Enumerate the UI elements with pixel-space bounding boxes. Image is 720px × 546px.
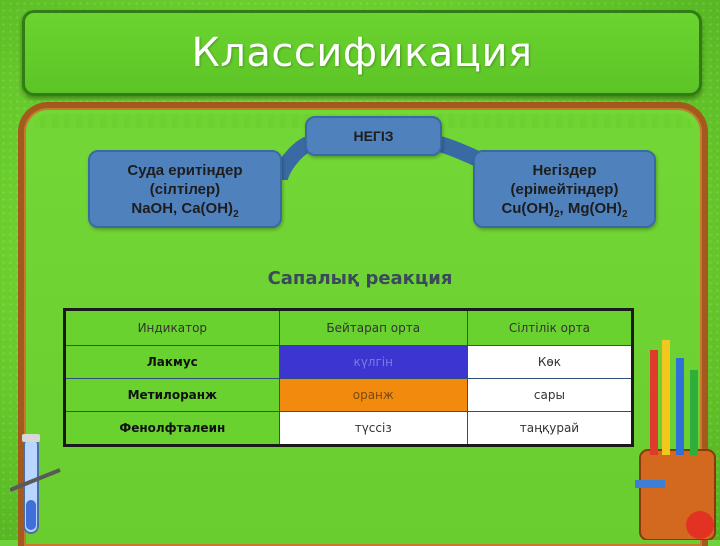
insoluble-bases-box: Негіздер (ерімейтіндер) Cu(OH)2, Mg(OH)2	[473, 150, 656, 228]
right-formula-b: , Mg(OH)	[559, 199, 622, 217]
row-indicator: Фенолфталеин	[64, 411, 280, 446]
slide-title: Классификация	[191, 30, 533, 76]
table-row: Фенолфталеин түссіз таңқурай	[64, 411, 634, 446]
apple-icon	[686, 511, 714, 539]
soluble-bases-box: Суда еритіндер (сілтілер) NaOH, Ca(OH)2	[88, 150, 282, 228]
header-neutral: Бейтарап орта	[278, 309, 468, 346]
table-row: Метилоранж оранж сары	[64, 378, 634, 412]
right-box-line2: (ерімейтіндер)	[510, 180, 619, 198]
table-header-row: Индикатор Бейтарап орта Сілтілік орта	[64, 309, 634, 346]
row-alkaline: таңқурай	[466, 411, 634, 446]
center-box-label: НЕГІЗ	[353, 127, 394, 144]
row-neutral: күлгін	[278, 345, 468, 379]
header-alkaline: Сілтілік орта	[466, 309, 634, 346]
tube-liquid	[26, 500, 36, 530]
right-formula-sub2: 2	[621, 208, 628, 220]
left-formula-sub: 2	[233, 208, 239, 220]
pencil-blue	[676, 358, 684, 455]
bases-box: НЕГІЗ	[305, 116, 442, 156]
test-tube-decoration	[10, 434, 61, 534]
stirring-rod	[10, 468, 61, 492]
right-formula-a: Cu(OH)	[501, 199, 554, 217]
right-formula-sub1: 2	[553, 208, 560, 220]
row-alkaline: Көк	[466, 345, 634, 379]
title-banner: Классификация	[22, 10, 702, 96]
header-indicator: Индикатор	[64, 309, 280, 346]
row-alkaline: сары	[466, 378, 634, 412]
left-box-line1: Суда еритіндер	[127, 161, 243, 179]
book	[635, 480, 665, 488]
left-box-line2: (сілтілер)	[149, 180, 221, 198]
row-indicator: Метилоранж	[64, 378, 280, 412]
pencil-red	[650, 350, 658, 455]
pencil-yellow	[662, 340, 670, 455]
row-neutral: түссіз	[278, 411, 468, 446]
left-formula-text: NaOH, Ca(OH)	[131, 199, 234, 217]
right-box-formulas: Cu(OH)2, Mg(OH)2	[475, 199, 654, 220]
connector-left	[272, 136, 312, 182]
school-supplies-decoration	[635, 340, 716, 540]
row-neutral: оранж	[278, 378, 468, 412]
indicator-table: Индикатор Бейтарап орта Сілтілік орта Ла…	[63, 308, 634, 447]
section-subtitle: Сапалық реакция	[267, 268, 453, 289]
left-box-formulas: NaOH, Ca(OH)2	[90, 199, 280, 220]
right-box-line1: Негіздер	[532, 161, 597, 179]
pencil-green	[690, 370, 698, 455]
tube-cap	[22, 434, 40, 442]
row-indicator: Лакмус	[64, 345, 280, 379]
table-row: Лакмус күлгін Көк	[64, 345, 634, 379]
